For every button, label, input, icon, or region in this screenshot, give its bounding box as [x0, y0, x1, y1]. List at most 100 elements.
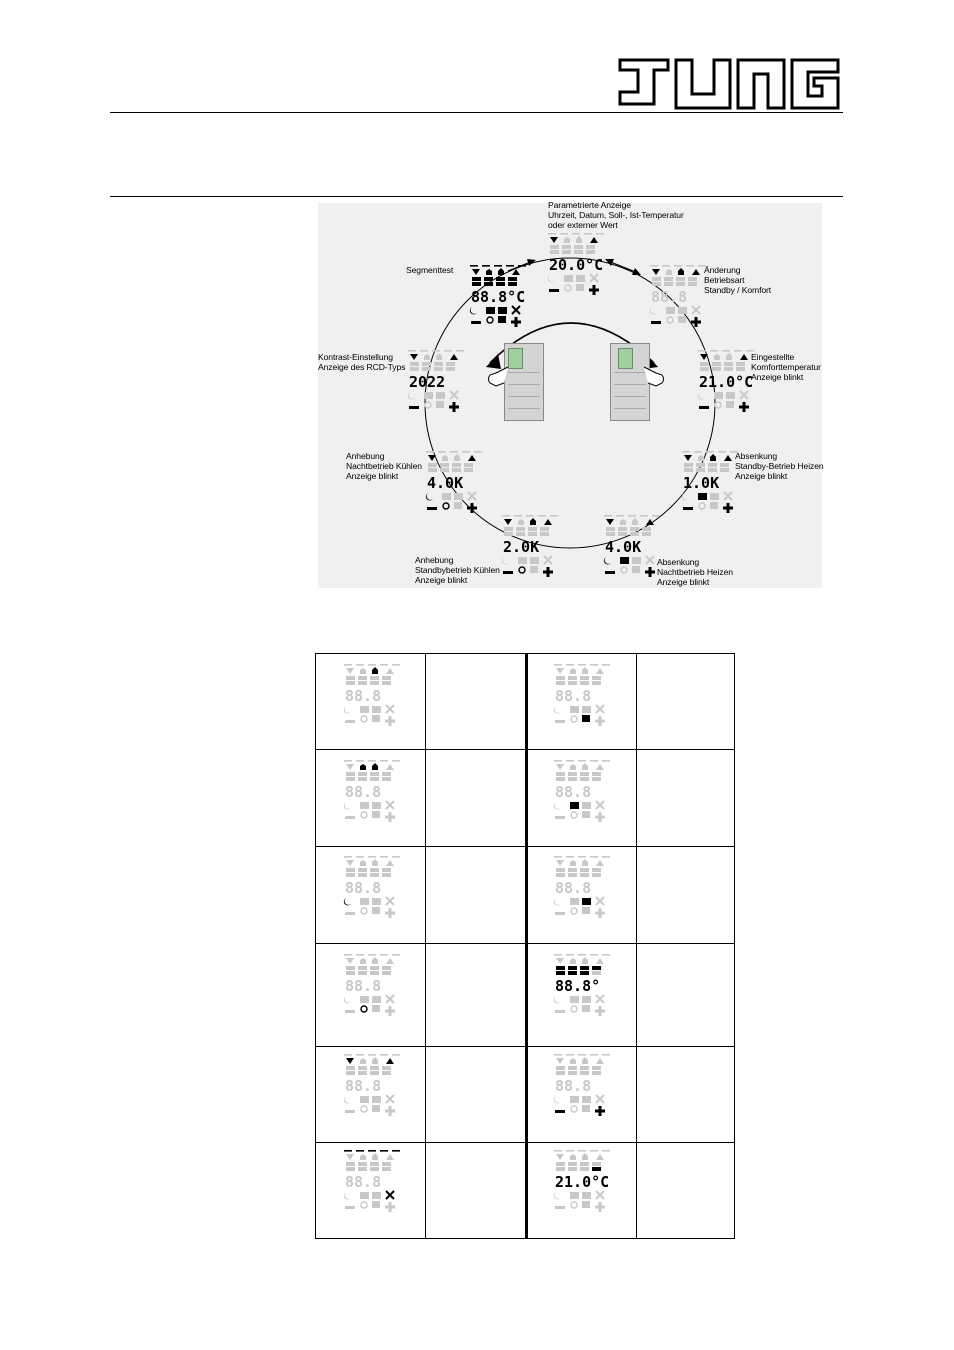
moon-icon: [343, 898, 351, 906]
minus-icon: [699, 406, 709, 409]
down-arrow-icon: [556, 1154, 564, 1160]
up-arrow-icon: [740, 354, 748, 360]
lcd-row2-right: 88.8: [553, 760, 610, 822]
jung-logo: [617, 57, 841, 111]
minus-icon: [345, 1010, 355, 1013]
lcd-row5-right: 88.8: [553, 1054, 610, 1116]
up-arrow-icon: [386, 1154, 394, 1160]
house-icon: [436, 353, 442, 360]
standby-icon: [442, 455, 448, 461]
down-arrow-icon: [606, 519, 614, 525]
standby-icon: [360, 668, 366, 674]
lcd-row3-left: 88.8: [343, 856, 400, 918]
standby-icon: [486, 269, 492, 275]
plus-icon: [595, 812, 605, 822]
snowflake-icon: [698, 502, 706, 510]
lcd-row6-right: 21.0°C: [553, 1150, 610, 1212]
heating-icon: [570, 996, 579, 1003]
lcd-mode: 88.8: [649, 265, 706, 327]
snowflake-icon: [570, 1201, 578, 1209]
protection-icon: [632, 566, 640, 573]
heating-mode-icon: [582, 898, 591, 905]
heating-mode-icon: [726, 392, 735, 399]
up-arrow-icon: [386, 958, 394, 964]
moon-icon: [469, 307, 477, 315]
heating-mode-icon: [372, 706, 381, 713]
minus-icon: [555, 720, 565, 723]
lcd-readout: 88.8: [345, 783, 381, 801]
moon-icon: [649, 307, 657, 315]
lcd-row1-right: 88.8: [553, 664, 610, 726]
up-arrow-icon: [386, 764, 394, 770]
up-arrow-icon: [646, 519, 654, 525]
snowflake-icon: [714, 401, 722, 409]
protection-icon: [372, 1005, 380, 1012]
fan-icon: [449, 390, 459, 400]
standby-icon: [570, 668, 576, 674]
minus-icon: [555, 816, 565, 819]
heating-icon: [360, 996, 369, 1003]
heating-mode-icon: [582, 996, 591, 1003]
display-cycle-figure: Parametrierte Anzeige Uhrzeit, Datum, So…: [318, 200, 824, 588]
plus-icon: [467, 503, 477, 513]
standby-icon: [424, 354, 430, 360]
heating-mode-icon: [372, 1096, 381, 1103]
down-arrow-icon: [556, 860, 564, 866]
moon-icon: [343, 996, 351, 1004]
heating-icon: [714, 392, 723, 399]
house-icon: [632, 518, 638, 525]
heating-mode-icon: [582, 706, 591, 713]
snowflake-icon: [360, 1105, 368, 1113]
up-arrow-icon: [596, 1154, 604, 1160]
minus-icon: [345, 720, 355, 723]
fan-icon: [385, 896, 395, 906]
heating-icon: [570, 898, 579, 905]
lcd-row5-left: 88.8: [343, 1054, 400, 1116]
fan-icon: [645, 555, 655, 565]
moon-icon: [553, 1096, 561, 1104]
moon-icon: [553, 706, 561, 714]
down-arrow-icon: [504, 519, 512, 525]
heating-mode-icon: [372, 898, 381, 905]
plus-icon: [385, 1202, 395, 1212]
down-arrow-icon: [410, 354, 418, 360]
heating-icon: [666, 307, 675, 314]
up-arrow-icon: [386, 860, 394, 866]
standby-icon: [360, 860, 366, 866]
heating-icon: [360, 898, 369, 905]
protection-icon: [372, 907, 380, 914]
minus-icon: [345, 912, 355, 915]
moon-icon: [553, 1192, 561, 1200]
down-arrow-icon: [684, 455, 692, 461]
plus-icon: [385, 812, 395, 822]
up-arrow-icon: [596, 764, 604, 770]
lcd-readout: 88.8: [345, 1173, 381, 1191]
house-icon: [678, 268, 684, 275]
label-segment: Segmenttest: [406, 265, 454, 275]
hand-right-icon: [643, 366, 664, 387]
lcd-row4-right: 88.8°: [553, 954, 610, 1016]
house-icon: [582, 957, 588, 964]
down-arrow-icon: [556, 764, 564, 770]
up-arrow-icon: [590, 237, 598, 243]
minus-icon: [555, 912, 565, 915]
heating-icon: [360, 706, 369, 713]
moon-icon: [603, 557, 611, 565]
up-arrow-icon: [544, 519, 552, 525]
snowflake-icon: [360, 907, 368, 915]
plus-icon: [511, 317, 521, 327]
standby-icon: [360, 958, 366, 964]
lcd-row1-left: 88.8: [343, 664, 400, 726]
up-arrow-icon: [692, 269, 700, 275]
label-raise-night: Anhebung Nachtbetrieb Kühlen Anzeige bli…: [346, 451, 422, 481]
snowflake-icon: [360, 715, 368, 723]
house-icon: [372, 667, 378, 674]
label-contrast: Kontrast-Einstellung Anzeige des RCD-Typ…: [318, 352, 406, 372]
standby-icon: [570, 764, 576, 770]
plus-icon: [385, 716, 395, 726]
standby-icon: [518, 519, 524, 525]
moon-icon: [343, 1192, 351, 1200]
moon-icon: [501, 557, 509, 565]
down-arrow-icon: [556, 1058, 564, 1064]
protection-icon: [582, 811, 590, 818]
